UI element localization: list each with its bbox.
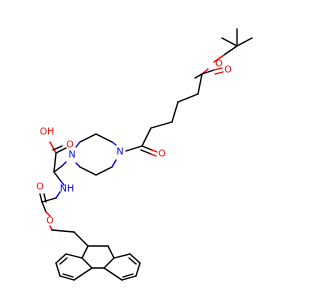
ketone-group <box>125 145 158 157</box>
ester-group <box>194 54 225 79</box>
tert-butyl-group <box>221 28 253 56</box>
piperazine-ring <box>75 133 117 176</box>
fluorenyl-group <box>55 231 141 281</box>
carboxylic-acid-group <box>49 141 67 173</box>
atom-label-piperazine-n-bottom: N <box>68 150 75 161</box>
atom-label-carbamate-o-single: O <box>46 216 53 227</box>
atom-label-acid-o: O <box>66 140 73 151</box>
atom-label-carbamate-nh: NH <box>60 184 74 195</box>
atom-label-acid-oh: OH <box>40 127 55 138</box>
atom-label-piperazine-n-top: N <box>116 147 123 158</box>
alkyl-chain <box>141 73 203 147</box>
carbamate-group <box>39 171 75 233</box>
atom-label-ester-o-single: O <box>215 59 222 70</box>
atom-label-carbamate-o-double: O <box>36 182 43 193</box>
atom-label-ketone-o: O <box>158 149 165 160</box>
chemical-structure-diagram: O O O N N OH O NH O O <box>36 28 253 281</box>
atom-label-ester-o-double: O <box>224 65 231 76</box>
